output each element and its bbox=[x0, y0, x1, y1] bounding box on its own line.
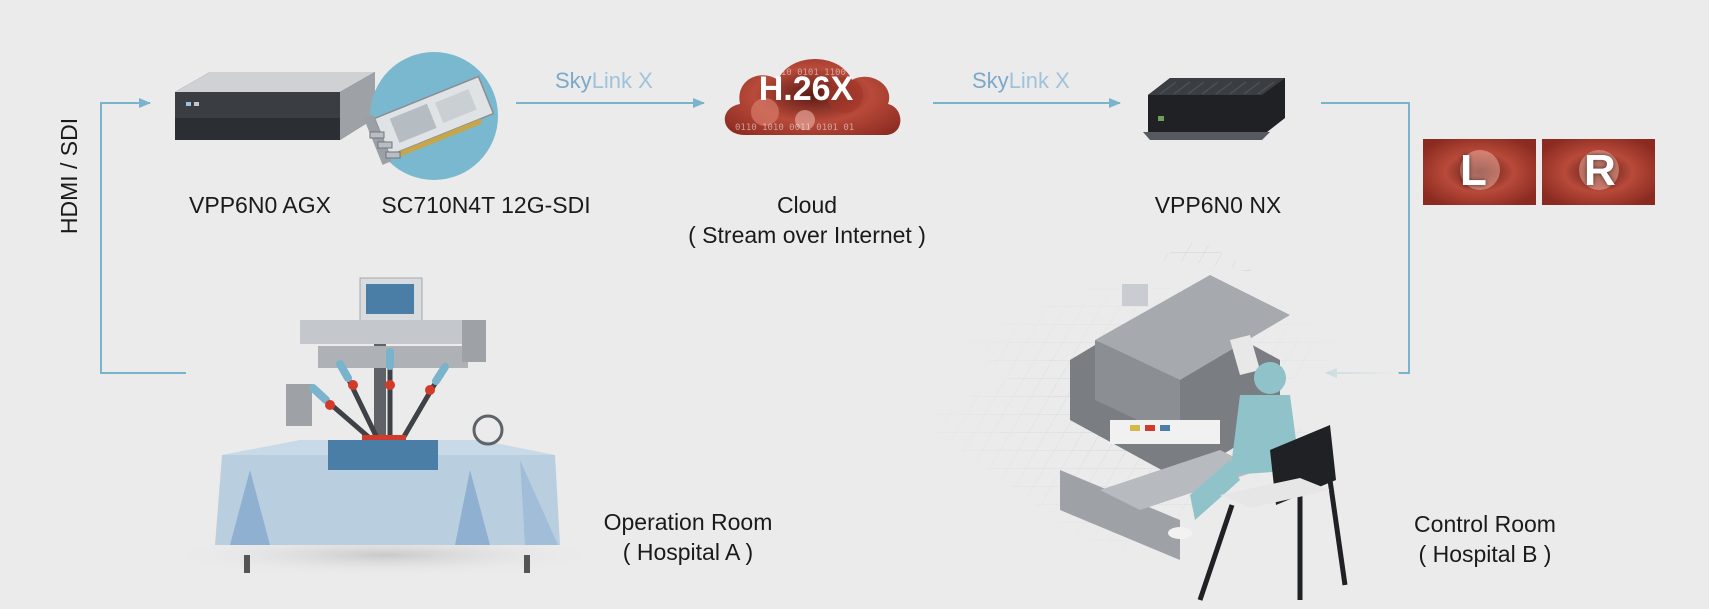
skylink-sky: Sky bbox=[555, 68, 592, 93]
hdmi-sdi-label: HDMI / SDI bbox=[56, 117, 82, 235]
embedded-pc-icon bbox=[1143, 78, 1285, 140]
nx-label: VPP6N0 NX bbox=[1140, 190, 1296, 220]
capture-card-icon bbox=[363, 52, 498, 180]
skylink-x: X bbox=[1055, 68, 1070, 93]
skylink-label-1: SkyLink X bbox=[555, 68, 653, 94]
skylink-link: Link bbox=[1008, 68, 1050, 93]
svg-text:1010 0101 1100 10: 1010 0101 1100 10 bbox=[770, 68, 862, 78]
surgeon-console-icon bbox=[890, 240, 1410, 601]
sdi-card-label-text: SC710N4T 12G-SDI bbox=[381, 192, 591, 218]
control-room-label: Control Room ( Hospital B ) bbox=[1390, 509, 1580, 569]
agx-label: VPP6N0 AGX bbox=[178, 190, 342, 220]
stereo-right-letter: R bbox=[1584, 146, 1616, 195]
cloud-label: Cloud ( Stream over Internet ) bbox=[672, 190, 942, 250]
control-room-title: Control Room bbox=[1414, 511, 1556, 537]
skylink-sky: Sky bbox=[972, 68, 1009, 93]
skylink-label-2: SkyLink X bbox=[972, 68, 1070, 94]
skylink-link: Link bbox=[591, 68, 633, 93]
nx-label-text: VPP6N0 NX bbox=[1154, 192, 1282, 218]
surgical-robot-icon bbox=[165, 277, 605, 577]
control-room-sub: ( Hospital B ) bbox=[1418, 541, 1552, 567]
cloud-icon: 1010 0101 1100 10 0110 1010 0011 0101 01… bbox=[724, 59, 901, 135]
sdi-card-label: SC710N4T 12G-SDI bbox=[376, 190, 596, 220]
agx-label-text: VPP6N0 AGX bbox=[189, 192, 331, 218]
cloud-label-sub: ( Stream over Internet ) bbox=[688, 222, 926, 248]
operation-room-sub: ( Hospital A ) bbox=[622, 539, 754, 565]
edge-hdmi-sdi bbox=[100, 98, 186, 374]
cloud-badge: H.26X bbox=[759, 70, 854, 108]
cloud-label-title: Cloud bbox=[776, 192, 838, 218]
endoscope-image-icon bbox=[1423, 139, 1655, 205]
svg-text:0110 1010 0011 0101 01: 0110 1010 0011 0101 01 bbox=[735, 123, 854, 133]
stereo-left-letter: L bbox=[1460, 146, 1487, 195]
box-pc-icon bbox=[175, 72, 375, 140]
skylink-x: X bbox=[638, 68, 653, 93]
operation-room-label: Operation Room ( Hospital A ) bbox=[588, 507, 788, 567]
operation-room-title: Operation Room bbox=[603, 509, 773, 535]
